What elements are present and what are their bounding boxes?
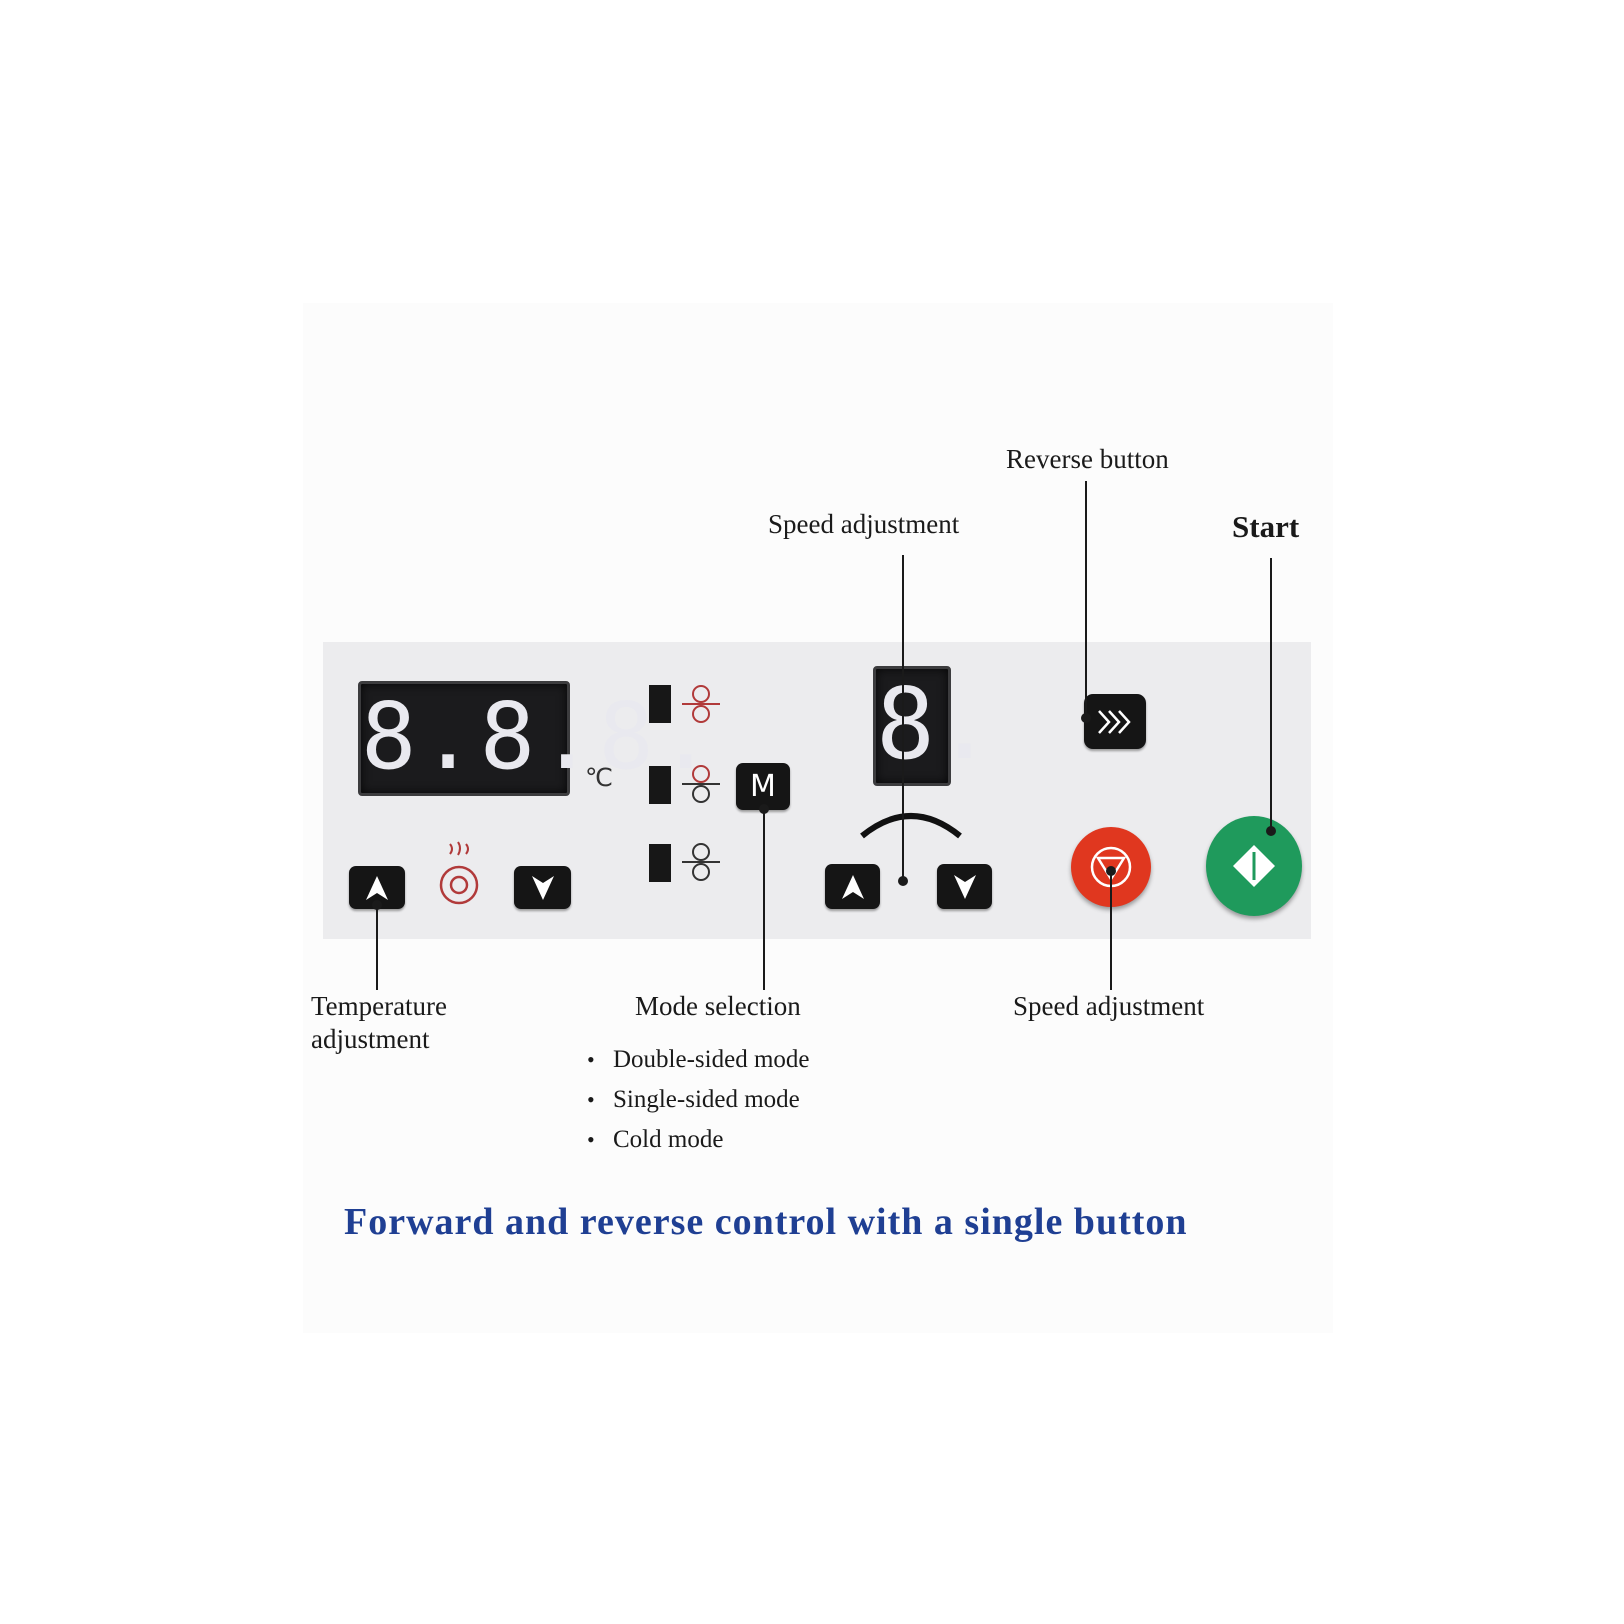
temperature-leader-line <box>376 905 378 990</box>
speed-bottom-leader-dot <box>1106 866 1116 876</box>
mode-led-cold <box>649 844 671 882</box>
speed-arc-icon <box>860 813 962 839</box>
reverse-button[interactable] <box>1084 694 1146 749</box>
roller-icon <box>682 685 720 723</box>
mode-led-double <box>649 685 671 723</box>
mode-leader-dot <box>759 804 769 814</box>
roller-icon <box>682 765 720 803</box>
list-item: Cold mode <box>587 1120 809 1160</box>
start-diamond-icon <box>1233 845 1275 887</box>
list-item: Single-sided mode <box>587 1080 809 1120</box>
speed-bottom-leader-line <box>1110 872 1112 990</box>
arrow-down-icon <box>953 874 976 899</box>
speed-top-leader-line <box>902 555 904 882</box>
arrow-up-icon <box>841 874 864 899</box>
mode-led-single <box>649 766 671 804</box>
speed-adjustment-bottom-label: Speed adjustment <box>1013 991 1205 1021</box>
mode-list: Double-sided mode Single-sided mode Cold… <box>587 1040 809 1160</box>
start-button[interactable] <box>1206 816 1302 916</box>
temperature-unit: ℃ <box>585 763 614 792</box>
reverse-chevrons-icon <box>1098 709 1131 734</box>
temperature-down-button[interactable] <box>514 866 571 909</box>
mode-leader-line <box>763 808 765 990</box>
list-item: Double-sided mode <box>587 1040 809 1080</box>
start-leader-dot <box>1266 826 1276 836</box>
start-leader-line <box>1270 558 1272 832</box>
temperature-label-line2: adjustment <box>311 1024 430 1054</box>
arrow-down-icon <box>531 875 554 900</box>
speed-display: 8. <box>873 666 994 786</box>
speed-down-button[interactable] <box>937 864 992 909</box>
temperature-leader-dot <box>372 900 382 910</box>
heat-icon <box>439 841 479 905</box>
mode-selection-label: Mode selection <box>635 991 801 1021</box>
caption: Forward and reverse control with a singl… <box>344 1201 1188 1243</box>
roller-icon <box>682 843 720 881</box>
speed-up-button[interactable] <box>825 864 880 909</box>
reverse-leader-dot <box>1081 713 1091 723</box>
speed-adjustment-top-label: Speed adjustment <box>768 509 960 539</box>
temperature-display: 8.8.8. <box>358 681 713 796</box>
speed-top-leader-dot <box>898 876 908 886</box>
temperature-label-line1: Temperature <box>311 991 448 1021</box>
arrow-up-icon <box>366 875 388 900</box>
reverse-button-label: Reverse button <box>1006 444 1169 474</box>
mode-button[interactable]: M <box>736 763 790 810</box>
reverse-leader-line <box>1085 481 1087 718</box>
start-label: Start <box>1232 509 1300 544</box>
